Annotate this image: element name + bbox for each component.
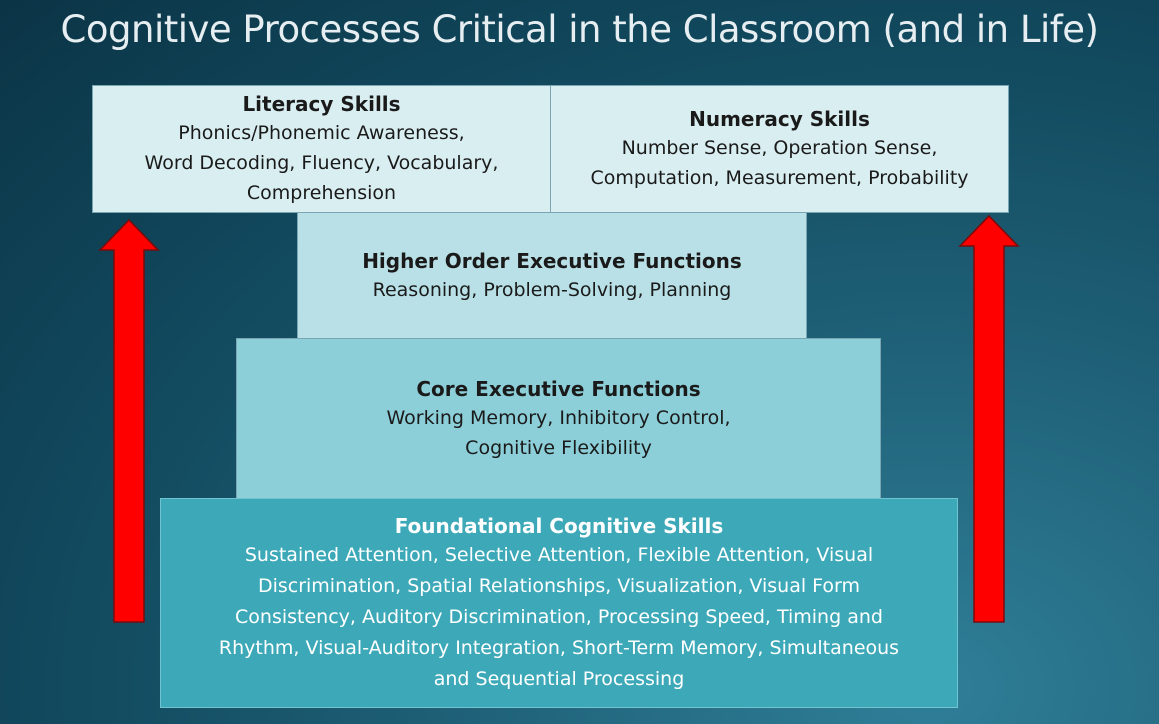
right-up-arrow-icon bbox=[958, 214, 1020, 623]
higher-heading: Higher Order Executive Functions bbox=[362, 248, 742, 273]
foundational-line: Sustained Attention, Selective Attention… bbox=[244, 543, 874, 566]
numeracy-line: Number Sense, Operation Sense, bbox=[621, 137, 938, 159]
core-heading: Core Executive Functions bbox=[416, 376, 701, 401]
foundational-line: Rhythm, Visual-Auditory Integration, Sho… bbox=[218, 636, 900, 659]
foundational-line: Discrimination, Spatial Relationships, V… bbox=[257, 574, 861, 597]
numeracy-line: Computation, Measurement, Probability bbox=[590, 167, 969, 189]
numeracy-skills-box: Numeracy Skills Number Sense, Operation … bbox=[550, 85, 1009, 213]
higher-order-executive-box: Higher Order Executive Functions Reasoni… bbox=[297, 212, 807, 339]
literacy-line: Comprehension bbox=[246, 182, 397, 204]
foundational-skills-box: Foundational Cognitive Skills Sustained … bbox=[160, 498, 958, 708]
numeracy-heading: Numeracy Skills bbox=[689, 107, 870, 131]
foundational-line: and Sequential Processing bbox=[433, 667, 685, 690]
literacy-skills-box: Literacy Skills Phonics/Phonemic Awarene… bbox=[92, 85, 551, 213]
left-up-arrow-icon bbox=[98, 218, 160, 623]
higher-line: Reasoning, Problem-Solving, Planning bbox=[372, 278, 732, 301]
core-line: Working Memory, Inhibitory Control, bbox=[386, 406, 731, 429]
page-title: Cognitive Processes Critical in the Clas… bbox=[60, 8, 1099, 51]
literacy-heading: Literacy Skills bbox=[242, 92, 401, 116]
literacy-line: Phonics/Phonemic Awareness, bbox=[178, 122, 465, 144]
foundational-heading: Foundational Cognitive Skills bbox=[394, 513, 724, 538]
foundational-line: Consistency, Auditory Discrimination, Pr… bbox=[235, 605, 883, 628]
core-executive-box: Core Executive Functions Working Memory,… bbox=[236, 338, 881, 499]
literacy-line: Word Decoding, Fluency, Vocabulary, bbox=[144, 152, 499, 174]
core-line: Cognitive Flexibility bbox=[465, 436, 652, 459]
